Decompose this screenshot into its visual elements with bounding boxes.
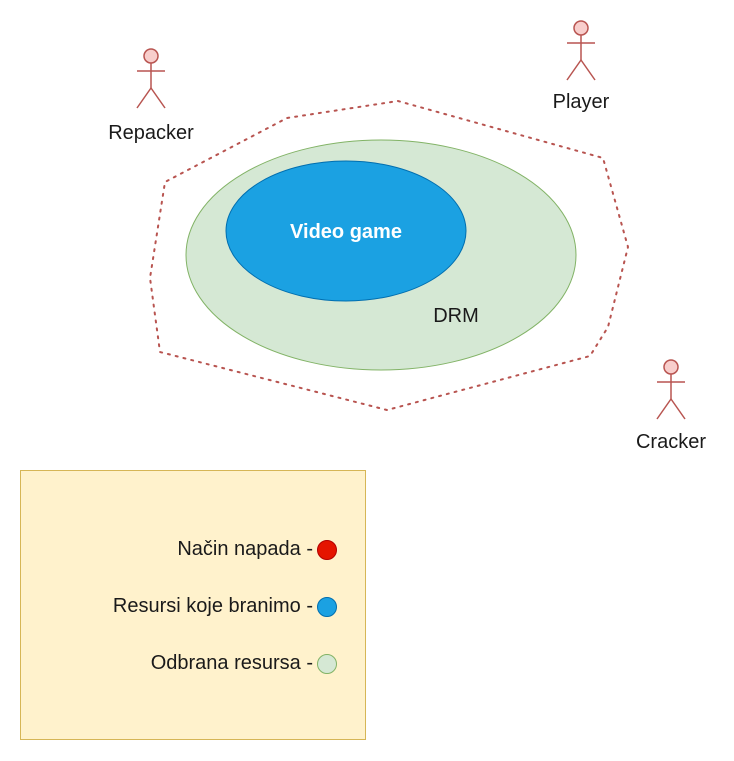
red-dot-icon bbox=[317, 539, 337, 560]
legend-item-attack: Način napada - bbox=[177, 538, 337, 561]
legend-box: Način napada - Resursi koje branimo - Od… bbox=[20, 470, 366, 740]
actor-cracker bbox=[656, 359, 686, 420]
legend-item-label: Način napada - bbox=[177, 538, 313, 560]
stick-figure-icon bbox=[136, 48, 166, 109]
actor-repacker bbox=[136, 48, 166, 109]
actor-player bbox=[566, 20, 596, 81]
stick-figure-icon bbox=[656, 359, 686, 420]
drm-label: DRM bbox=[433, 305, 479, 327]
stick-figure-icon bbox=[566, 20, 596, 81]
blue-dot-icon bbox=[317, 596, 337, 617]
attack-boundary bbox=[148, 99, 630, 412]
video-game-label: Video game bbox=[290, 221, 402, 243]
legend-item-resources: Resursi koje branimo - bbox=[113, 595, 337, 618]
legend-item-defense: Odbrana resursa - bbox=[151, 652, 337, 675]
actor-cracker-label: Cracker bbox=[636, 431, 706, 453]
video-game-ellipse bbox=[225, 160, 467, 302]
green-dot-icon bbox=[317, 653, 337, 674]
actor-repacker-label: Repacker bbox=[108, 122, 194, 144]
actor-player-label: Player bbox=[553, 91, 610, 113]
legend-item-label: Resursi koje branimo - bbox=[112, 595, 313, 617]
legend-item-label: Odbrana resursa - bbox=[150, 652, 313, 674]
